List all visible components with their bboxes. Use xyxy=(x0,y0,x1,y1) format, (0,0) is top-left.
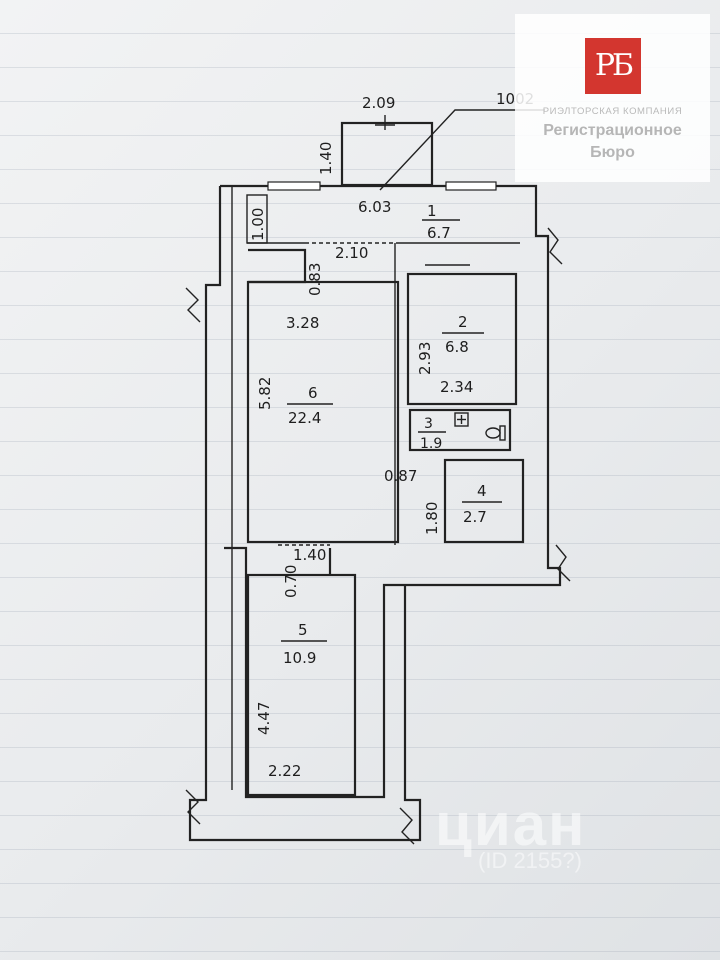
toilet-tank-icon xyxy=(499,425,506,441)
passage-depth-label: 0.70 xyxy=(282,565,300,598)
room5 xyxy=(246,573,357,797)
room3-area: 1.9 xyxy=(420,436,442,452)
balcony xyxy=(340,121,434,187)
room4-number: 4 xyxy=(477,482,487,500)
room2-height-label: 2.93 xyxy=(416,342,434,375)
corridor-gap-label: 0.83 xyxy=(306,263,324,296)
room3-number: 3 xyxy=(424,416,433,432)
passage-width-label: 1.40 xyxy=(293,546,326,564)
outer-wall xyxy=(220,184,562,799)
room6-walls xyxy=(248,248,307,284)
room5-height-label: 4.47 xyxy=(255,702,273,735)
room1-area: 6.7 xyxy=(427,224,451,242)
total-width-label: 6.03 xyxy=(358,198,391,216)
room4-height-label: 1.80 xyxy=(423,502,441,535)
break-mark-right-lower xyxy=(555,544,571,582)
room5-area: 10.9 xyxy=(283,649,316,667)
room6-area: 22.4 xyxy=(288,409,321,427)
room4-gap-label: 0.87 xyxy=(384,467,417,485)
break-mark-bottom xyxy=(399,807,415,845)
room6-number: 6 xyxy=(308,384,318,402)
room2-number: 2 xyxy=(458,313,468,331)
room4-area: 2.7 xyxy=(463,508,487,526)
break-mark-left-upper xyxy=(185,287,201,323)
room5-width-label: 2.22 xyxy=(268,762,301,780)
window-top-right xyxy=(445,181,497,191)
room6-height-label: 5.82 xyxy=(256,377,274,410)
room2 xyxy=(406,272,518,406)
logo-mark-icon: РБ xyxy=(585,38,641,94)
room6 xyxy=(246,280,400,544)
room1-number: 1 xyxy=(427,202,437,220)
room2-width-label: 2.34 xyxy=(440,378,473,396)
balcony-width-label: 2.09 xyxy=(362,94,395,112)
agency-logo: РБ РИЭЛТОРСКАЯ КОМПАНИЯ Регистрационное … xyxy=(515,14,710,182)
logo-name-line2: Бюро xyxy=(590,144,635,161)
room5-number: 5 xyxy=(298,621,308,639)
room2-area: 6.8 xyxy=(445,338,469,356)
break-mark-left-lower xyxy=(185,789,201,825)
toilet-icon xyxy=(485,427,501,439)
room6-width-label: 3.28 xyxy=(286,314,319,332)
entry-depth-label: 1.00 xyxy=(249,208,267,241)
logo-name-line1: Регистрационное xyxy=(543,122,682,139)
logo-tagline: РИЭЛТОРСКАЯ КОМПАНИЯ xyxy=(542,106,683,117)
window-top-left xyxy=(267,181,321,191)
room4 xyxy=(443,458,525,544)
balcony-depth-label: 1.40 xyxy=(317,142,335,175)
room3 xyxy=(408,408,512,452)
wc-sink-icon xyxy=(454,412,469,427)
outer-wall-left xyxy=(188,186,422,842)
watermark: циан xyxy=(435,791,587,858)
break-mark-right-upper xyxy=(547,227,563,265)
corridor-width-label: 2.10 xyxy=(335,244,368,262)
watermark-id: (ID 2155?) xyxy=(478,848,582,873)
